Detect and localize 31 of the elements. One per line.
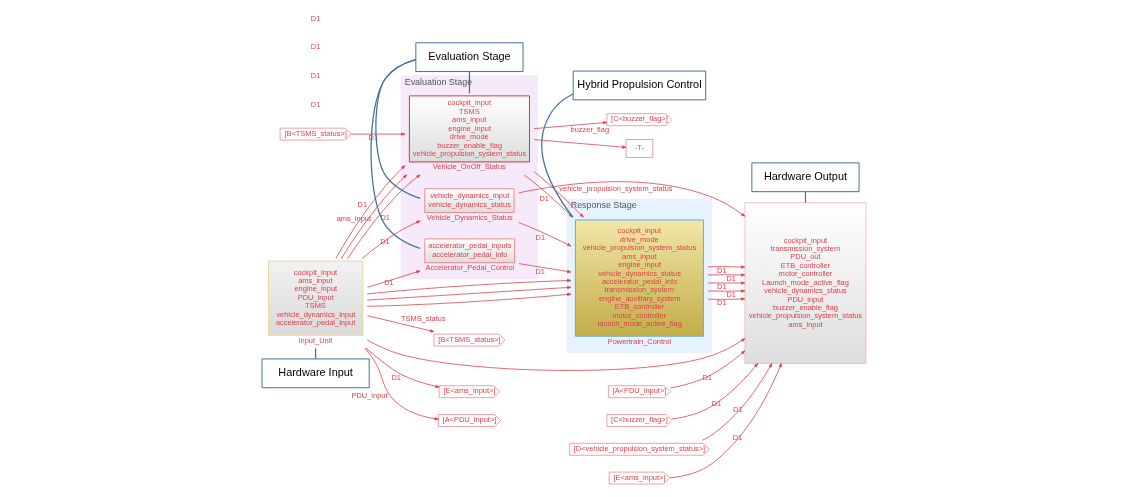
arrow	[340, 174, 408, 260]
arrow	[707, 273, 746, 277]
arrow	[335, 165, 406, 259]
arrow	[707, 297, 746, 301]
node-box: Evaluation Stage	[415, 42, 524, 73]
arrow	[347, 174, 421, 259]
arrow	[518, 222, 572, 247]
arrow	[707, 281, 746, 285]
node-box: Hardware Input	[261, 358, 370, 389]
arrow	[361, 220, 421, 260]
arrow	[671, 363, 758, 420]
arrow	[366, 285, 572, 301]
connector	[370, 59, 421, 250]
arrow	[701, 363, 773, 441]
arrow	[366, 278, 572, 295]
arrow	[533, 121, 608, 130]
arrow	[707, 289, 746, 293]
arrow	[365, 347, 440, 388]
arrow	[669, 363, 782, 479]
arrow	[366, 338, 746, 371]
arrow	[707, 265, 746, 269]
arrow	[367, 315, 435, 333]
arrow	[367, 270, 421, 288]
node-box: Hybrid Propulsion Control	[572, 70, 707, 101]
arrow	[670, 350, 746, 389]
arrow	[518, 263, 572, 274]
arrow	[533, 139, 627, 149]
arrow	[364, 347, 439, 421]
arrow	[366, 292, 572, 307]
node-box: Hardware Output	[751, 162, 860, 193]
arrow	[350, 132, 406, 136]
